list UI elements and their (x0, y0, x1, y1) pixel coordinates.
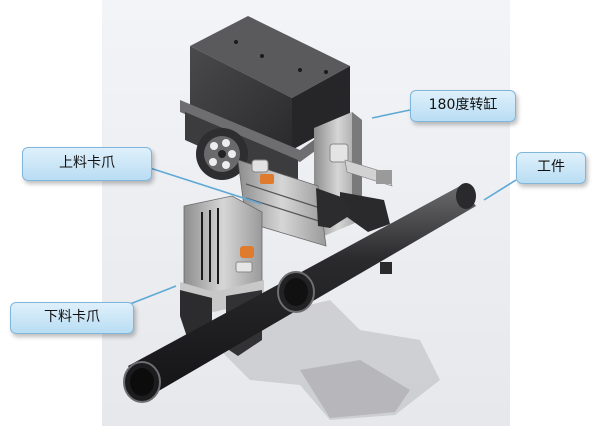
workpiece-tube (123, 183, 476, 403)
leader-line-rotary-cylinder (371, 109, 411, 119)
callout-workpiece: 工件 (516, 152, 586, 184)
callout-upper-gripper: 上料卡爪 (22, 147, 152, 181)
leader-line-upper-gripper (149, 167, 263, 205)
floor-shadow-2 (300, 360, 410, 418)
callout-lower-gripper: 下料卡爪 (10, 302, 134, 334)
leader-line-workpiece (483, 179, 517, 201)
leader-line-lower-gripper (129, 285, 177, 305)
callout-rotary-cylinder: 180度转缸 (410, 90, 516, 122)
